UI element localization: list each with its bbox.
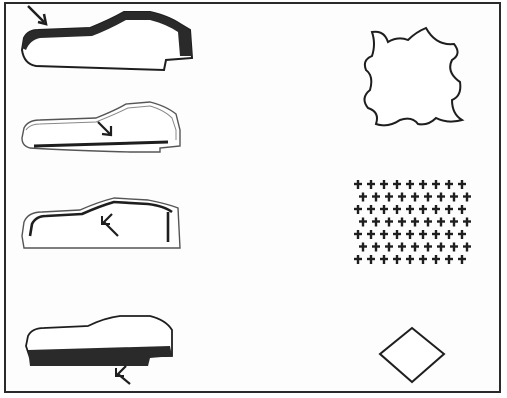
leather-hide-icon [364,28,462,125]
shoe-lining-sock-icon [22,102,180,152]
shoe-outsole-icon [26,316,172,384]
diamond-icon [380,328,444,382]
shoe-upper-highlight-icon [22,6,192,70]
textile-weave-icon [354,180,471,264]
shoe-lining-icon [22,198,180,248]
